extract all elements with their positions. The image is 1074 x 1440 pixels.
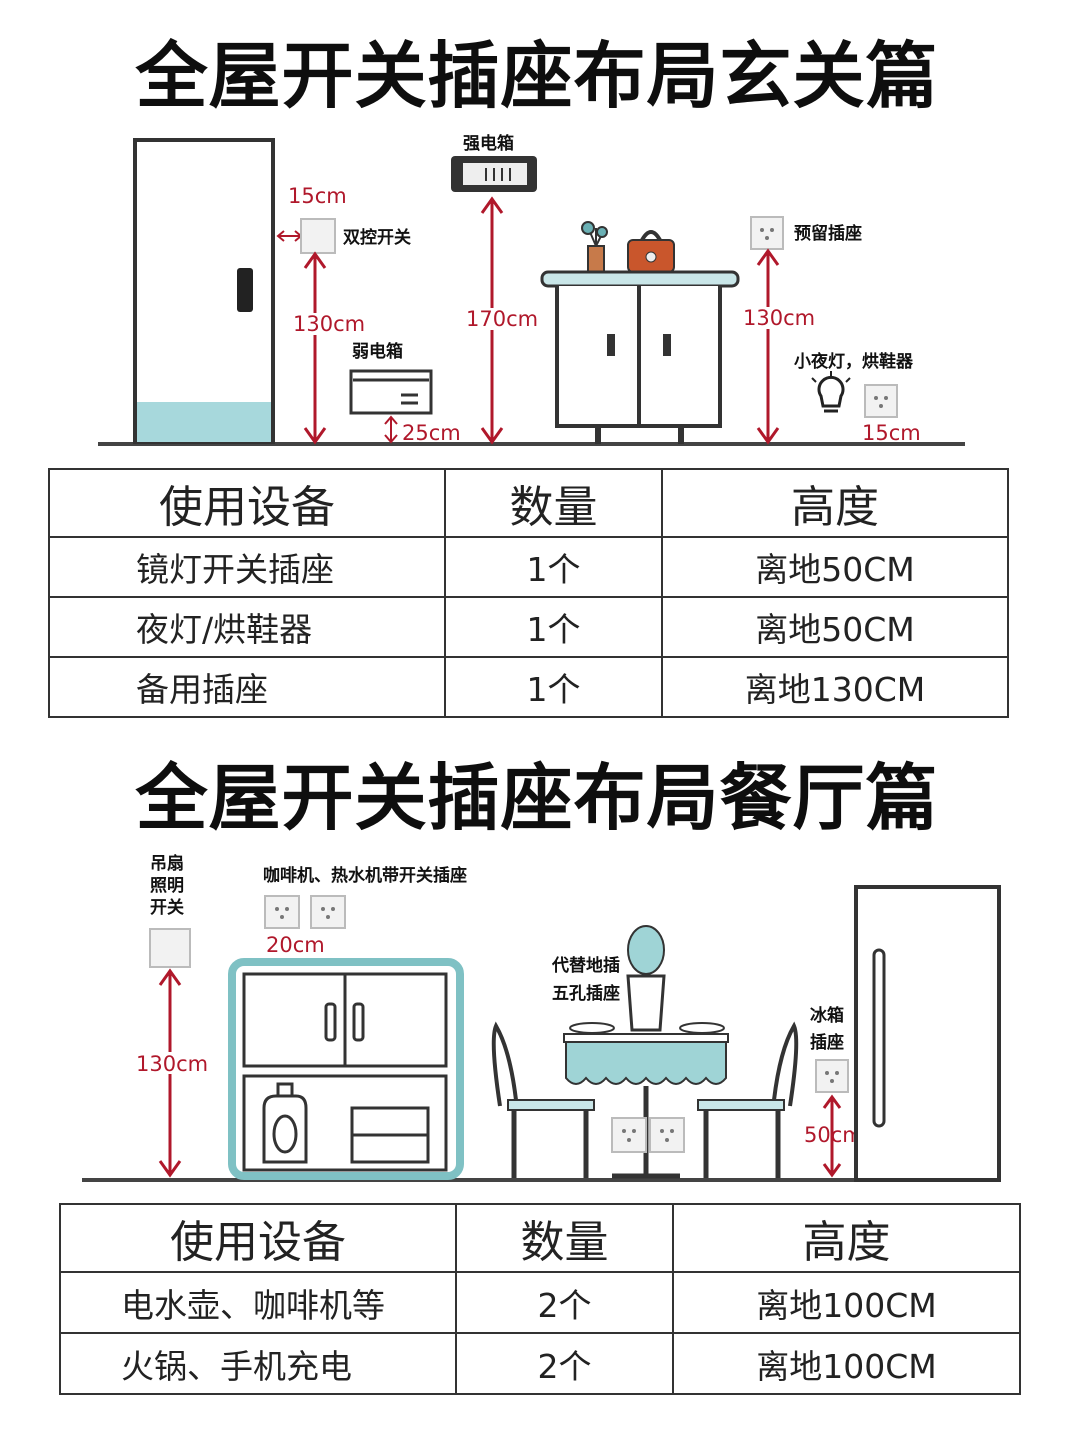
dining-chair-left [491, 1021, 595, 1178]
table2-header-device: 使用设备 [59, 1203, 457, 1273]
light-bulb-icon [811, 371, 851, 413]
label-reserved-socket: 预留插座 [794, 223, 862, 244]
dual-switch-icon [300, 218, 336, 254]
weak-electric-box-icon [349, 369, 433, 415]
table-cell: 1个 [444, 596, 663, 658]
label-dual-switch: 双控开关 [343, 227, 411, 248]
dining-chair-right [697, 1021, 799, 1178]
night-light-socket-icon [864, 384, 898, 418]
label-strong-box: 强电箱 [463, 133, 514, 154]
handbag-icon [627, 230, 675, 273]
table-cell: 1个 [444, 536, 663, 598]
table1-header-quantity: 数量 [444, 468, 663, 538]
shoe-cabinet [540, 270, 740, 444]
table-cell: 备用插座 [48, 656, 446, 718]
label-night-light: 小夜灯，烘鞋器 [794, 351, 914, 372]
table-cell: 离地130CM [661, 656, 1009, 718]
dining-table-list: 使用设备 数量 高度 电水壶、咖啡机等 2个 离地100CM 火锅、手机充电 2… [59, 1203, 1021, 1395]
label-fan-line2: 照明 [150, 876, 184, 896]
dim-50cm: 50cm [804, 1123, 863, 1147]
fan-light-switch-icon [149, 928, 191, 968]
table-row: 镜灯开关插座 1个 离地50CM [48, 536, 1009, 598]
table1-header-height: 高度 [661, 468, 1009, 538]
dim-15cm-top: 15cm [288, 184, 347, 208]
coffee-socket-icon [310, 895, 346, 929]
table-cell: 离地100CM [672, 1271, 1021, 1334]
label-fan-line1: 吊扇 [150, 853, 184, 874]
dim-130cm-right: 130cm [743, 306, 815, 330]
coffee-socket-icon [264, 895, 300, 929]
dim-15cm-bottom: 15cm [862, 421, 921, 445]
table-cell: 1个 [444, 656, 663, 718]
section2-title: 全屋开关插座布局餐厅篇 [135, 756, 939, 840]
table-cell: 离地100CM [672, 1332, 1021, 1395]
entrance-diagram: 15cm 双控开关 130cm 弱电箱 25cm 强电箱 170cm [98, 133, 965, 446]
label-floor-socket-line1: 代替地插 [551, 955, 620, 976]
label-fridge-line1: 冰箱 [810, 1005, 844, 1026]
dim-130cm: 130cm [136, 1052, 208, 1076]
dining-diagram: 吊扇 照明 开关 130cm 咖啡机、热水机带开关插座 20cm [82, 853, 1001, 1182]
flower-vase-icon [581, 221, 608, 273]
strong-electric-box-icon [451, 156, 537, 192]
table-cell: 2个 [455, 1332, 674, 1395]
label-floor-socket-line2: 五孔插座 [552, 983, 620, 1004]
table-cell: 2个 [455, 1271, 674, 1334]
table-cell: 夜灯/烘鞋器 [48, 596, 446, 658]
table-row: 火锅、手机充电 2个 离地100CM [59, 1332, 1021, 1395]
dim-20cm: 20cm [266, 933, 325, 957]
table-row: 夜灯/烘鞋器 1个 离地50CM [48, 596, 1009, 658]
table1-header-device: 使用设备 [48, 468, 446, 538]
sideboard-cabinet [228, 958, 464, 1180]
dim-25cm: 25cm [402, 421, 461, 445]
fridge-socket-icon [815, 1059, 849, 1093]
dim-170cm: 170cm [466, 307, 538, 331]
table-row: 电水壶、咖啡机等 2个 离地100CM [59, 1271, 1021, 1334]
table-cell: 电水壶、咖啡机等 [59, 1271, 457, 1334]
table-row: 备用插座 1个 离地130CM [48, 656, 1009, 718]
floor-socket-icon [649, 1117, 685, 1153]
section1-title: 全屋开关插座布局玄关篇 [135, 34, 939, 118]
table-cell: 离地50CM [661, 536, 1009, 598]
label-weak-box: 弱电箱 [352, 341, 403, 362]
label-fan-line3: 开关 [150, 897, 184, 918]
entrance-door [133, 138, 275, 444]
table2-header-quantity: 数量 [455, 1203, 674, 1273]
entrance-table: 使用设备 数量 高度 镜灯开关插座 1个 离地50CM 夜灯/烘鞋器 1个 离地… [48, 468, 1009, 718]
table-cell: 离地50CM [661, 596, 1009, 658]
label-fridge-line2: 插座 [810, 1032, 844, 1053]
reserved-socket-icon [750, 216, 784, 250]
label-coffee: 咖啡机、热水机带开关插座 [263, 865, 467, 886]
table2-header-height: 高度 [672, 1203, 1021, 1273]
table-cell: 火锅、手机充电 [59, 1332, 457, 1395]
dining-table [563, 925, 729, 1179]
table-cell: 镜灯开关插座 [48, 536, 446, 598]
refrigerator [854, 885, 1001, 1182]
dim-130cm-left: 130cm [293, 312, 365, 336]
floor-socket-icon [611, 1117, 647, 1153]
